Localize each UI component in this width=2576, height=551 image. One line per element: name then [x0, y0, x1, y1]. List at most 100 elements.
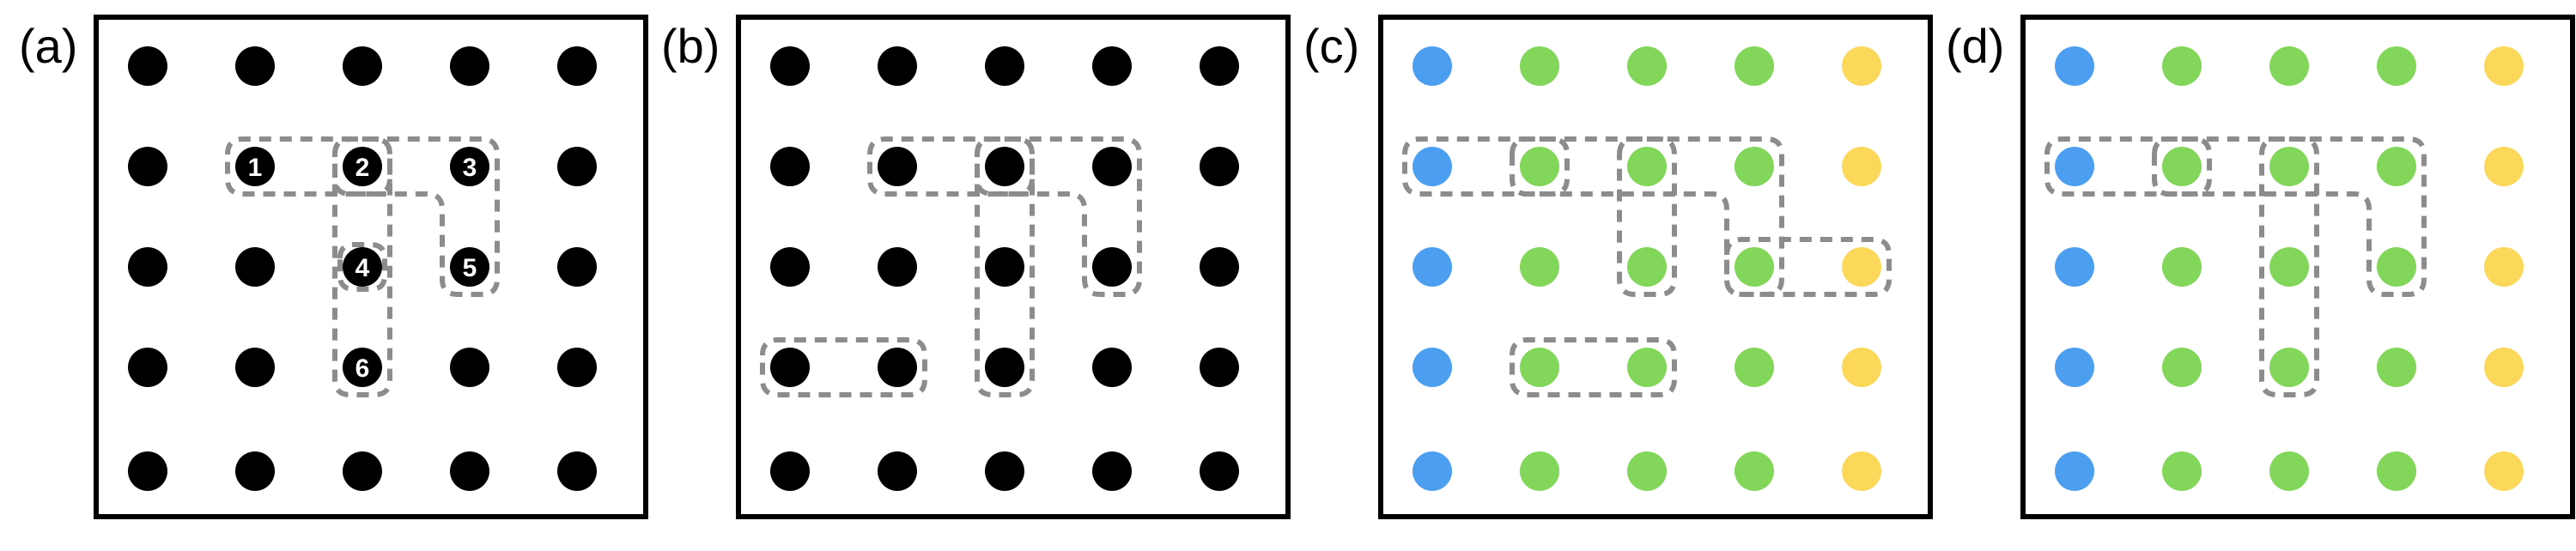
grid-dot: [2162, 247, 2202, 287]
point-number-label: 5: [463, 254, 477, 282]
dot-grid-d: [2055, 46, 2524, 491]
grid-dot: [2055, 147, 2094, 186]
grid-dot: [1413, 348, 1452, 387]
grid-dot: [1520, 451, 1559, 491]
grid-dot: [557, 451, 597, 491]
grid-dot: [1092, 46, 1132, 86]
grid-dot: [985, 46, 1024, 86]
grid-dot: [1627, 147, 1667, 186]
grid-dot: [1092, 247, 1132, 287]
grid-dot: [450, 451, 489, 491]
grid-dot: [128, 147, 167, 186]
grid-dot: [343, 247, 382, 287]
grid-dot: [1735, 147, 1774, 186]
grid-dot: [1735, 247, 1774, 287]
grid-dot: [343, 147, 382, 186]
group-outlines-c: [1402, 136, 1892, 397]
grid-dot: [1200, 147, 1239, 186]
grid-dot: [450, 247, 489, 287]
grid-dot: [128, 46, 167, 86]
panel-frame-a: [94, 15, 648, 519]
grid-dot: [2484, 247, 2524, 287]
grid-dot: [985, 247, 1024, 287]
panel-c: (c): [1303, 15, 1933, 519]
grid-dot: [235, 46, 275, 86]
grid-dot: [1520, 348, 1559, 387]
grid-dot: [557, 348, 597, 387]
grid-dot: [2162, 348, 2202, 387]
grid-dot: [1413, 247, 1452, 287]
grid-dot: [2484, 348, 2524, 387]
panel-frame-c: [1378, 15, 1933, 519]
grid-dot: [2377, 451, 2416, 491]
grid-dot: [2269, 348, 2309, 387]
panel-label-d: (d): [1946, 19, 2004, 73]
grid-dot: [1842, 451, 1881, 491]
grid-dot: [2484, 451, 2524, 491]
grid-dot: [128, 451, 167, 491]
grid-dot: [878, 147, 917, 186]
grid-dot: [2484, 147, 2524, 186]
grid-dot: [1200, 451, 1239, 491]
grid-dot: [770, 348, 810, 387]
grid-dot: [235, 348, 275, 387]
grid-dot: [985, 147, 1024, 186]
panel-b: (b): [661, 15, 1291, 519]
grid-dot: [2377, 46, 2416, 86]
point-number-label: 2: [355, 154, 370, 182]
grid-dot: [2162, 451, 2202, 491]
dot-grid-c: [1413, 46, 1881, 491]
grid-dot: [878, 247, 917, 287]
grid-dot: [2484, 46, 2524, 86]
point-number-label: 1: [248, 154, 263, 182]
grid-dot: [1735, 451, 1774, 491]
point-number-label: 3: [463, 154, 477, 182]
group-outlines-a: [225, 136, 500, 397]
grid-dot: [770, 147, 810, 186]
group-outline: [2152, 136, 2427, 297]
grid-dot: [1092, 451, 1132, 491]
grid-dot: [2162, 46, 2202, 86]
grid-dot: [1842, 46, 1881, 86]
panel-label-a: (a): [19, 19, 77, 73]
grid-dot: [878, 348, 917, 387]
grid-dot: [770, 247, 810, 287]
panel-frame-b: [736, 15, 1291, 519]
group-outlines-b: [760, 136, 1142, 397]
grid-dot: [557, 247, 597, 287]
grid-dot: [1842, 147, 1881, 186]
grid-dot: [770, 46, 810, 86]
group-outline: [332, 136, 392, 397]
grid-dot: [1627, 247, 1667, 287]
grid-dot: [985, 348, 1024, 387]
grid-dot: [1413, 147, 1452, 186]
grid-dot: [450, 147, 489, 186]
grid-dot: [985, 451, 1024, 491]
grid-dot: [770, 451, 810, 491]
panel-a: (a) 1 2 3 4 5 6: [19, 15, 648, 519]
grid-dot: [2269, 147, 2309, 186]
grid-dot: [128, 247, 167, 287]
group-outline: [2259, 136, 2319, 397]
group-outline: [975, 136, 1142, 297]
grid-dot: [1413, 451, 1452, 491]
grid-dot: [2055, 348, 2094, 387]
grid-dot: [1092, 348, 1132, 387]
grid-dot: [235, 147, 275, 186]
grid-dot: [1200, 46, 1239, 86]
grid-dot: [1627, 451, 1667, 491]
grid-dot: [557, 46, 597, 86]
grid-dot: [2055, 46, 2094, 86]
point-number-label: 6: [355, 354, 370, 383]
panel-d: (d): [1946, 15, 2575, 519]
grid-dot: [343, 348, 382, 387]
grid-dot: [1735, 46, 1774, 86]
grid-dot: [1842, 247, 1881, 287]
grid-dot: [1520, 247, 1559, 287]
panel-label-c: (c): [1303, 19, 1359, 73]
point-number-label: 4: [355, 254, 370, 282]
grid-dot: [235, 247, 275, 287]
grid-dot: [2269, 451, 2309, 491]
grid-dot: [1627, 348, 1667, 387]
